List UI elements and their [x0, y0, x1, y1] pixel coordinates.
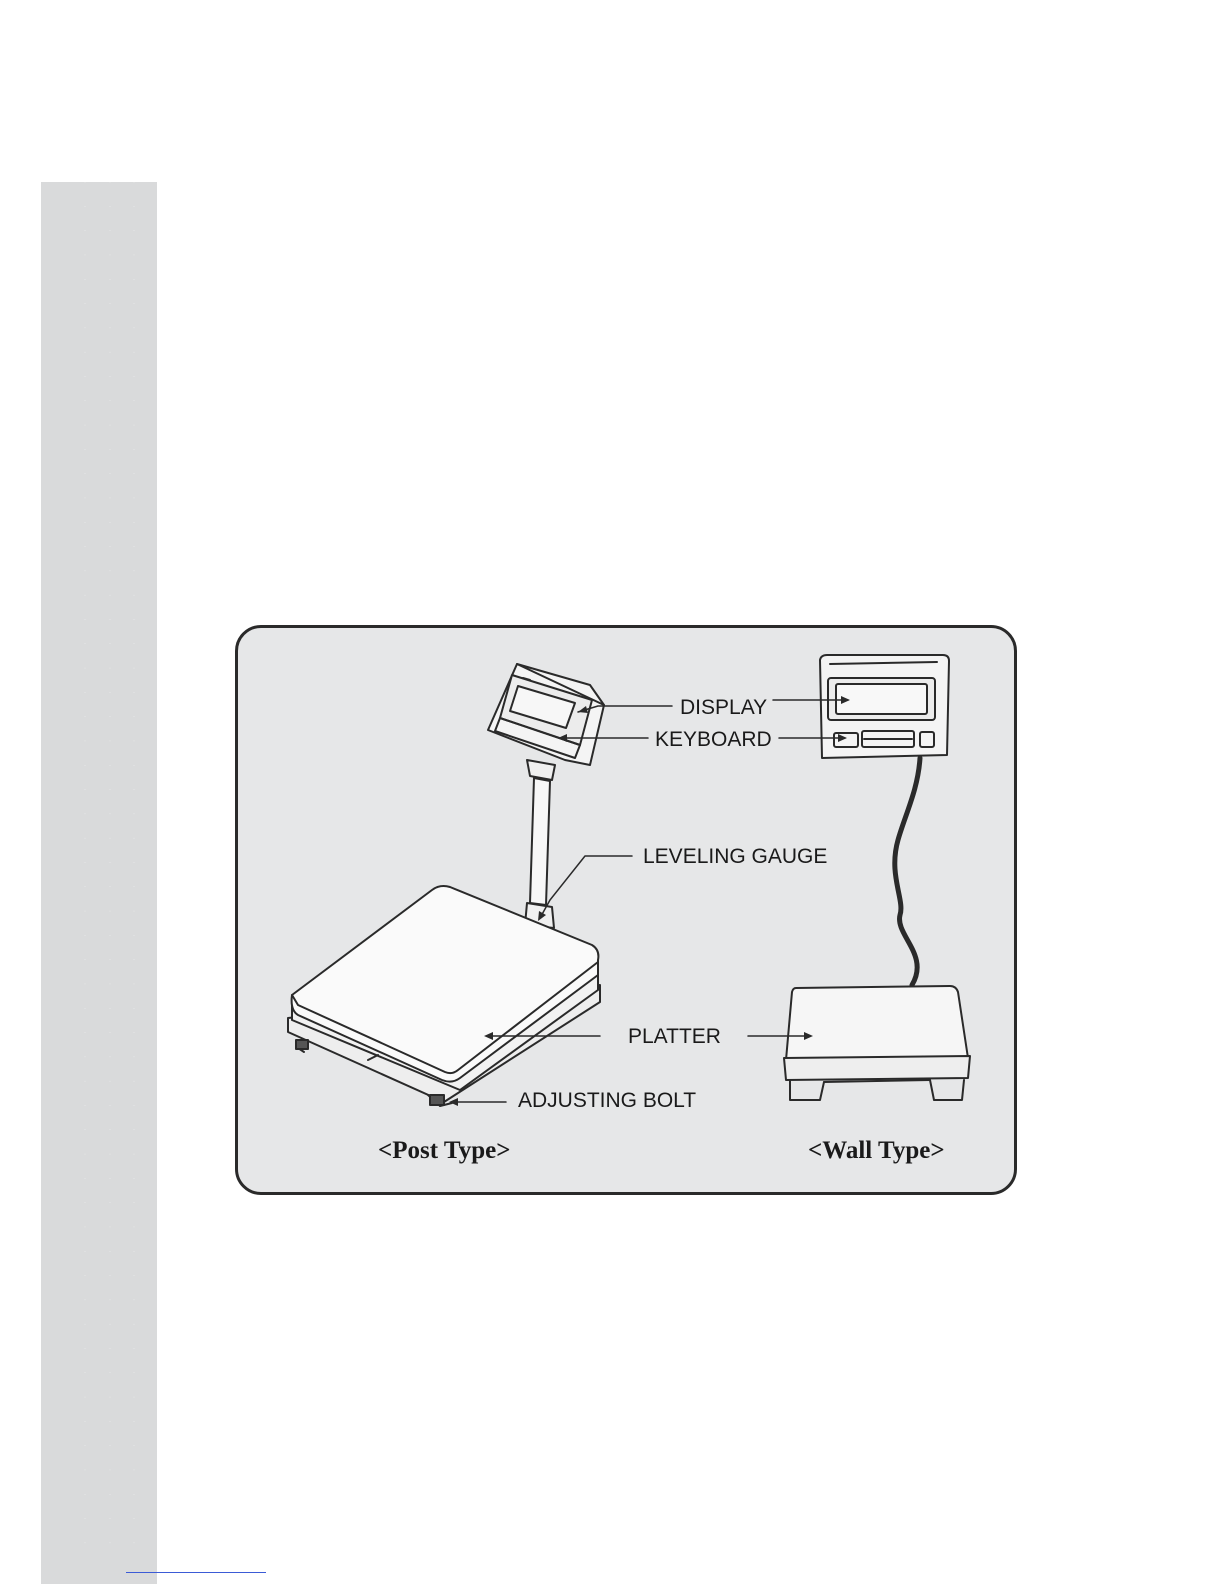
post-indicator-head [488, 664, 604, 765]
wall-platform [784, 986, 970, 1100]
caption-wall-type: <Wall Type> [808, 1138, 945, 1163]
label-keyboard: KEYBOARD [655, 729, 772, 750]
label-display: DISPLAY [680, 697, 767, 718]
wall-indicator [820, 655, 949, 758]
label-adjusting-bolt: ADJUSTING BOLT [518, 1090, 696, 1111]
wall-cable [895, 758, 920, 985]
post-column [525, 760, 555, 928]
label-platter: PLATTER [628, 1026, 721, 1047]
caption-post-type: <Post Type> [378, 1138, 510, 1163]
label-leveling-gauge: LEVELING GAUGE [643, 846, 827, 867]
